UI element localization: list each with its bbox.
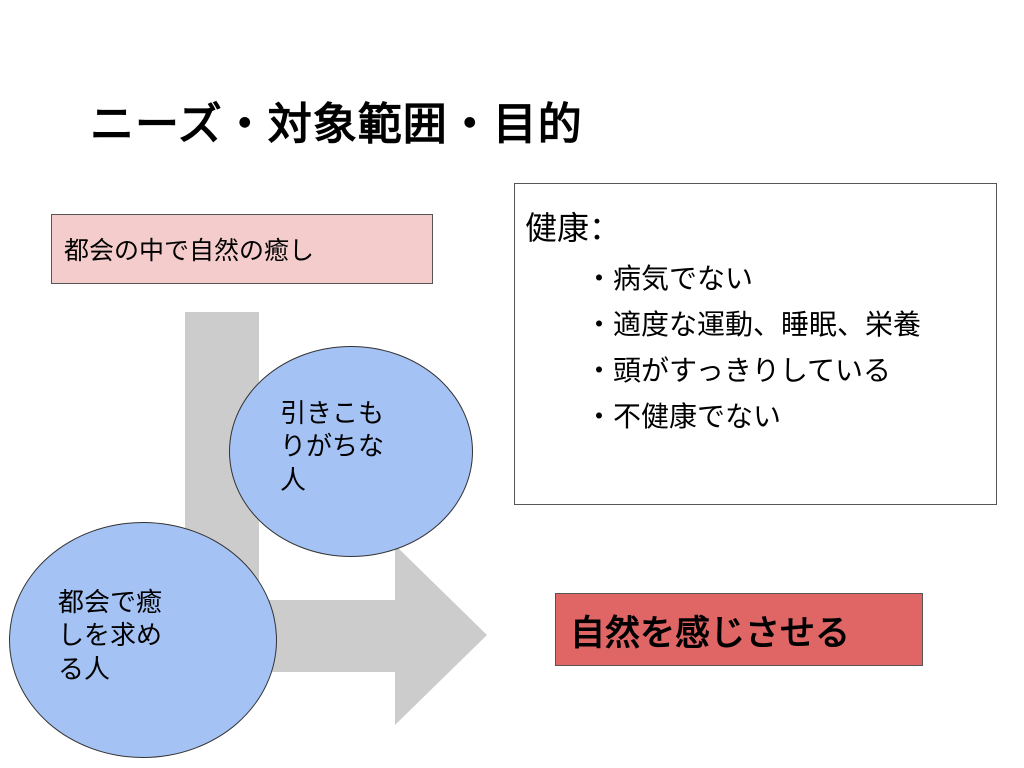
health-item: ・病気でない [585, 262, 754, 295]
target-bubble-text: りがちな [280, 432, 385, 463]
need-box: 都会の中で自然の癒し [51, 214, 433, 284]
target-bubble-text: 引きこも [280, 399, 385, 429]
health-item: ・頭がすっきりしている [585, 354, 892, 387]
health-box: 健康： ・病気でない ・適度な運動、睡眠、栄養 ・頭がすっきりしている ・不健康… [514, 183, 997, 505]
health-list: ・病気でない ・適度な運動、睡眠、栄養 ・頭がすっきりしている ・不健康でない [585, 256, 921, 440]
target-bubble-text: 都会で癒 [58, 588, 163, 618]
slide-title: ニーズ・対象範囲・目的 [90, 99, 583, 150]
health-item: ・不健康でない [585, 400, 782, 433]
health-heading: 健康： [525, 209, 622, 247]
target-bubble-text: 人 [280, 465, 307, 496]
health-item: ・適度な運動、睡眠、栄養 [585, 308, 922, 341]
target-bubble-text: しを求め [58, 621, 163, 652]
target-bubble-text: る人 [58, 654, 111, 685]
target-bubble-urban: 都会で癒 しを求め る人 [9, 522, 277, 758]
purpose-box: 自然を感じさせる [555, 593, 923, 666]
target-bubble-withdrawn: 引きこも りがちな 人 [229, 346, 473, 557]
